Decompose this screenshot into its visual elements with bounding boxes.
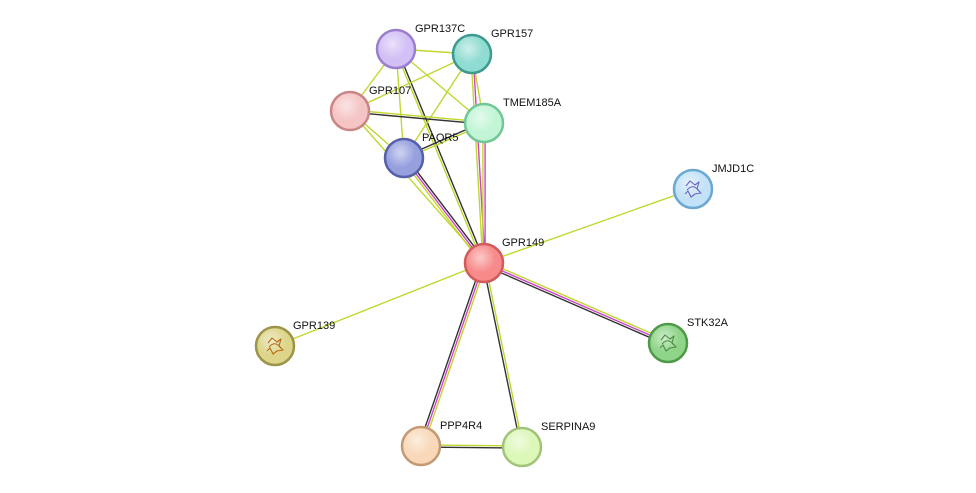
edge-line-coexpression <box>396 47 486 264</box>
edge-line-textmining <box>422 263 487 448</box>
node-serpina9[interactable]: SERPINA9 <box>501 421 595 468</box>
edge-gpr149-gpr139[interactable] <box>274 262 485 347</box>
node-highlight <box>378 31 414 67</box>
node-highlight <box>386 140 422 176</box>
node-label: GPR157 <box>491 28 533 40</box>
edge-line-textmining <box>401 158 483 266</box>
node-label: GPR137C <box>415 23 465 35</box>
edge-line-coexpression <box>405 155 487 263</box>
node-gpr137c[interactable]: GPR137C <box>375 23 465 70</box>
protein-structure-icon <box>266 337 284 355</box>
edge-line-coexpression <box>482 264 668 346</box>
node-ppp4r4[interactable]: PPP4R4 <box>400 420 482 467</box>
protein-structure-icon <box>684 180 702 198</box>
node-label: STK32A <box>687 317 729 329</box>
node-jmjd1c[interactable]: JMJD1C <box>672 163 754 210</box>
node-label: GPR149 <box>502 237 544 249</box>
edge-gpr157-paqr5[interactable] <box>403 53 473 159</box>
node-stk32a[interactable]: STK32A <box>647 317 729 364</box>
edge-line-textmining <box>349 53 473 112</box>
node-label: JMJD1C <box>712 163 754 175</box>
node-highlight <box>466 105 502 141</box>
edge-gpr149-tmem185a[interactable] <box>482 122 486 264</box>
protein-structure-icon <box>659 334 677 352</box>
node-gpr107[interactable]: GPR107 <box>329 85 411 132</box>
node-paqr5[interactable]: PAQR5 <box>383 132 458 179</box>
node-tmem185a[interactable]: TMEM185A <box>463 97 562 144</box>
node-label: TMEM185A <box>503 97 562 109</box>
edge-gpr149-serpina9[interactable] <box>482 262 524 448</box>
edge-gpr149-gpr137c[interactable] <box>394 47 486 265</box>
edge-line-experimental <box>403 157 485 264</box>
edge-line-textmining <box>470 53 484 264</box>
node-label: GPR139 <box>293 320 335 332</box>
node-gpr139[interactable]: GPR139 <box>254 320 335 367</box>
edge-gpr149-stk32a[interactable] <box>482 260 670 346</box>
edge-gpr149-jmjd1c[interactable] <box>483 188 694 264</box>
edge-line-experimental <box>420 262 485 447</box>
node-highlight <box>466 245 502 281</box>
node-highlight <box>257 328 293 364</box>
edge-gpr107-tmem185a[interactable] <box>349 109 485 125</box>
node-highlight <box>675 171 711 207</box>
edge-line-textmining <box>484 262 524 448</box>
edge-line-coexpression <box>418 261 483 446</box>
node-highlight <box>650 325 686 361</box>
node-highlight <box>454 36 490 72</box>
edge-line-coexpression <box>482 262 522 448</box>
edge-line-textmining <box>274 262 485 347</box>
node-highlight <box>403 428 439 464</box>
node-label: PPP4R4 <box>440 420 482 432</box>
edge-line-textmining <box>349 109 485 123</box>
edge-line-textmining <box>484 260 670 342</box>
edge-line-coexpression <box>349 111 485 125</box>
node-gpr157[interactable]: GPR157 <box>451 28 533 75</box>
node-label: PAQR5 <box>422 132 458 144</box>
edge-line-textmining <box>483 188 694 264</box>
edge-line-textmining <box>403 53 473 159</box>
node-gpr149[interactable]: GPR149 <box>463 237 544 284</box>
edge-gpr157-gpr107[interactable] <box>349 53 473 112</box>
edge-line-experimental <box>483 262 669 344</box>
node-highlight <box>332 93 368 129</box>
edge-line-textmining <box>394 48 484 265</box>
node-label: SERPINA9 <box>541 421 595 433</box>
node-label: GPR107 <box>369 85 411 97</box>
edge-gpr149-paqr5[interactable] <box>401 155 487 266</box>
edge-gpr149-ppp4r4[interactable] <box>418 261 487 448</box>
node-highlight <box>504 429 540 465</box>
